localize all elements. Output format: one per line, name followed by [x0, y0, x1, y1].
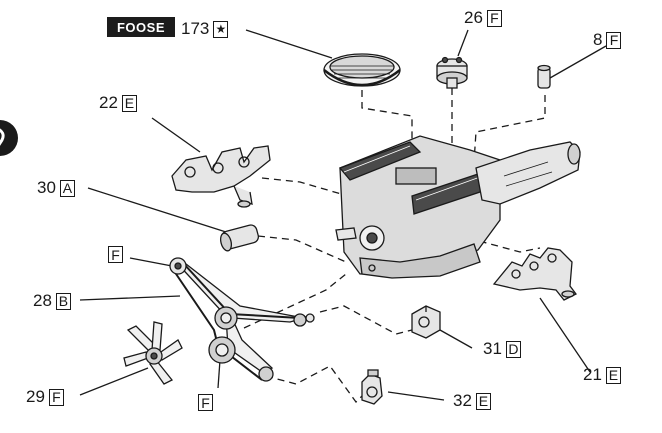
leader-lines	[79, 29, 607, 401]
air-cleaner-part	[323, 53, 401, 87]
callout-number: 22	[99, 93, 118, 112]
bracket-fitting-part	[361, 369, 383, 405]
callout-number: 31	[483, 339, 502, 358]
callout-number: 21	[583, 365, 602, 384]
callout-code: E	[475, 392, 491, 410]
callout-29: 29 F	[26, 388, 64, 406]
callout-code: D	[505, 340, 521, 358]
oil-filter-part	[537, 64, 551, 89]
callout-code: B	[55, 292, 71, 310]
pulley-belt-part	[169, 257, 315, 382]
water-pump-bracket-part	[411, 305, 441, 339]
callout-number: 32	[453, 391, 472, 410]
callout-22: 22 E	[99, 94, 137, 112]
callout-pulley-top: F	[108, 246, 123, 263]
starter-part	[219, 224, 260, 252]
callout-code: F	[486, 9, 502, 27]
callout-code: A	[59, 179, 75, 197]
callout-173: 173 ★	[181, 19, 229, 38]
foose-badge: FOOSE	[107, 17, 175, 37]
callout-number: 173	[181, 19, 210, 38]
callout-28: 28 B	[33, 292, 71, 310]
callout-8: 8 F	[593, 30, 622, 49]
distributor-part	[436, 56, 468, 89]
fan-part	[123, 321, 183, 385]
callout-code: F	[606, 31, 622, 49]
callout-code: F	[198, 394, 213, 411]
callout-code: F	[48, 388, 64, 406]
callout-number: 28	[33, 291, 52, 310]
exhaust-manifold-right-part	[492, 247, 577, 301]
callout-code: E	[121, 94, 137, 112]
callout-32: 32 E	[453, 392, 491, 410]
callout-31: 31 D	[483, 340, 521, 358]
cropped-logo-icon	[0, 120, 18, 156]
callout-26: 26 F	[464, 9, 502, 27]
callout-number: 30	[37, 178, 56, 197]
callout-pulley-bottom: F	[198, 394, 213, 411]
star-icon: ★	[213, 20, 229, 38]
callout-21: 21 E	[583, 366, 621, 384]
exhaust-header-left-part	[171, 145, 271, 208]
callout-number: 8	[593, 30, 603, 49]
callout-code: E	[605, 366, 621, 384]
callout-code: F	[108, 246, 123, 263]
callout-30: 30 A	[37, 179, 75, 197]
engine-block-part	[335, 135, 581, 279]
callout-number: 29	[26, 387, 45, 406]
callout-number: 26	[464, 8, 483, 27]
